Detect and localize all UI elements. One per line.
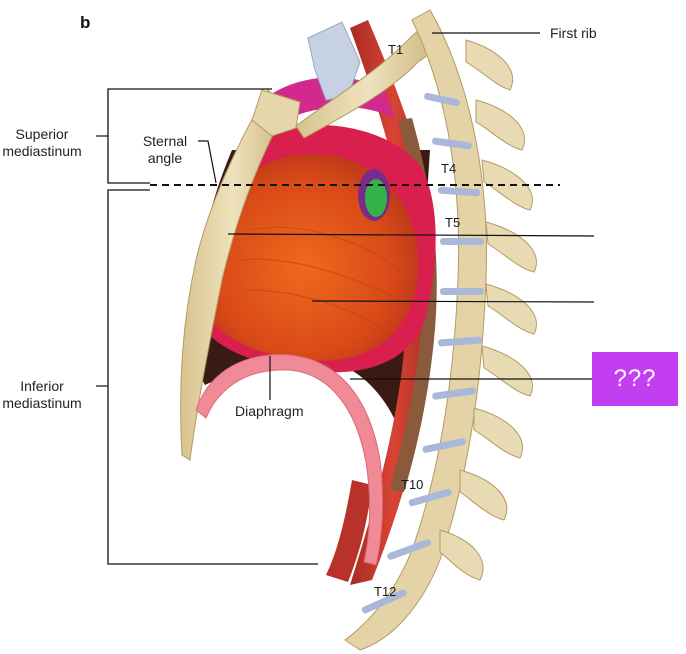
sternal-line-1: Sternal: [142, 133, 188, 149]
quiz-answer-box[interactable]: ???: [592, 352, 678, 406]
superior-line-1: Superior: [15, 126, 69, 142]
vertebra-t5-label: T5: [445, 215, 461, 230]
first-rib-label: First rib: [550, 25, 597, 41]
inferior-line-1: Inferior: [20, 378, 64, 394]
leader-2: [311, 300, 595, 303]
vertebra-t4-label: T4: [441, 161, 457, 176]
superior-mediastinum-label: Superior mediastinum: [0, 126, 84, 160]
superior-line-2: mediastinum: [2, 143, 82, 159]
quiz-answer-text: ???: [613, 365, 657, 392]
inferior-mediastinum-label: Inferior mediastinum: [0, 378, 84, 412]
vertebral-column: [344, 9, 537, 651]
inferior-line-2: mediastinum: [2, 395, 82, 411]
sternal-line-2: angle: [147, 150, 183, 166]
inferior-bracket: [107, 189, 318, 565]
manubrium: [251, 89, 301, 137]
diaphragm-label: Diaphragm: [235, 403, 304, 419]
leader-1: [227, 233, 595, 237]
sternal-angle-label: Sternal angle: [130, 133, 200, 167]
aorta-lower: [326, 480, 372, 582]
vertebra-t10-label: T10: [401, 477, 424, 492]
diaphragm: [195, 354, 384, 566]
bronchus-inner: [365, 179, 387, 217]
panel-letter: b: [80, 13, 91, 32]
sternal-angle-leader: [198, 140, 217, 184]
vertebra-t12-label: T12: [374, 584, 397, 599]
vertebra-t1-label: T1: [388, 42, 404, 57]
